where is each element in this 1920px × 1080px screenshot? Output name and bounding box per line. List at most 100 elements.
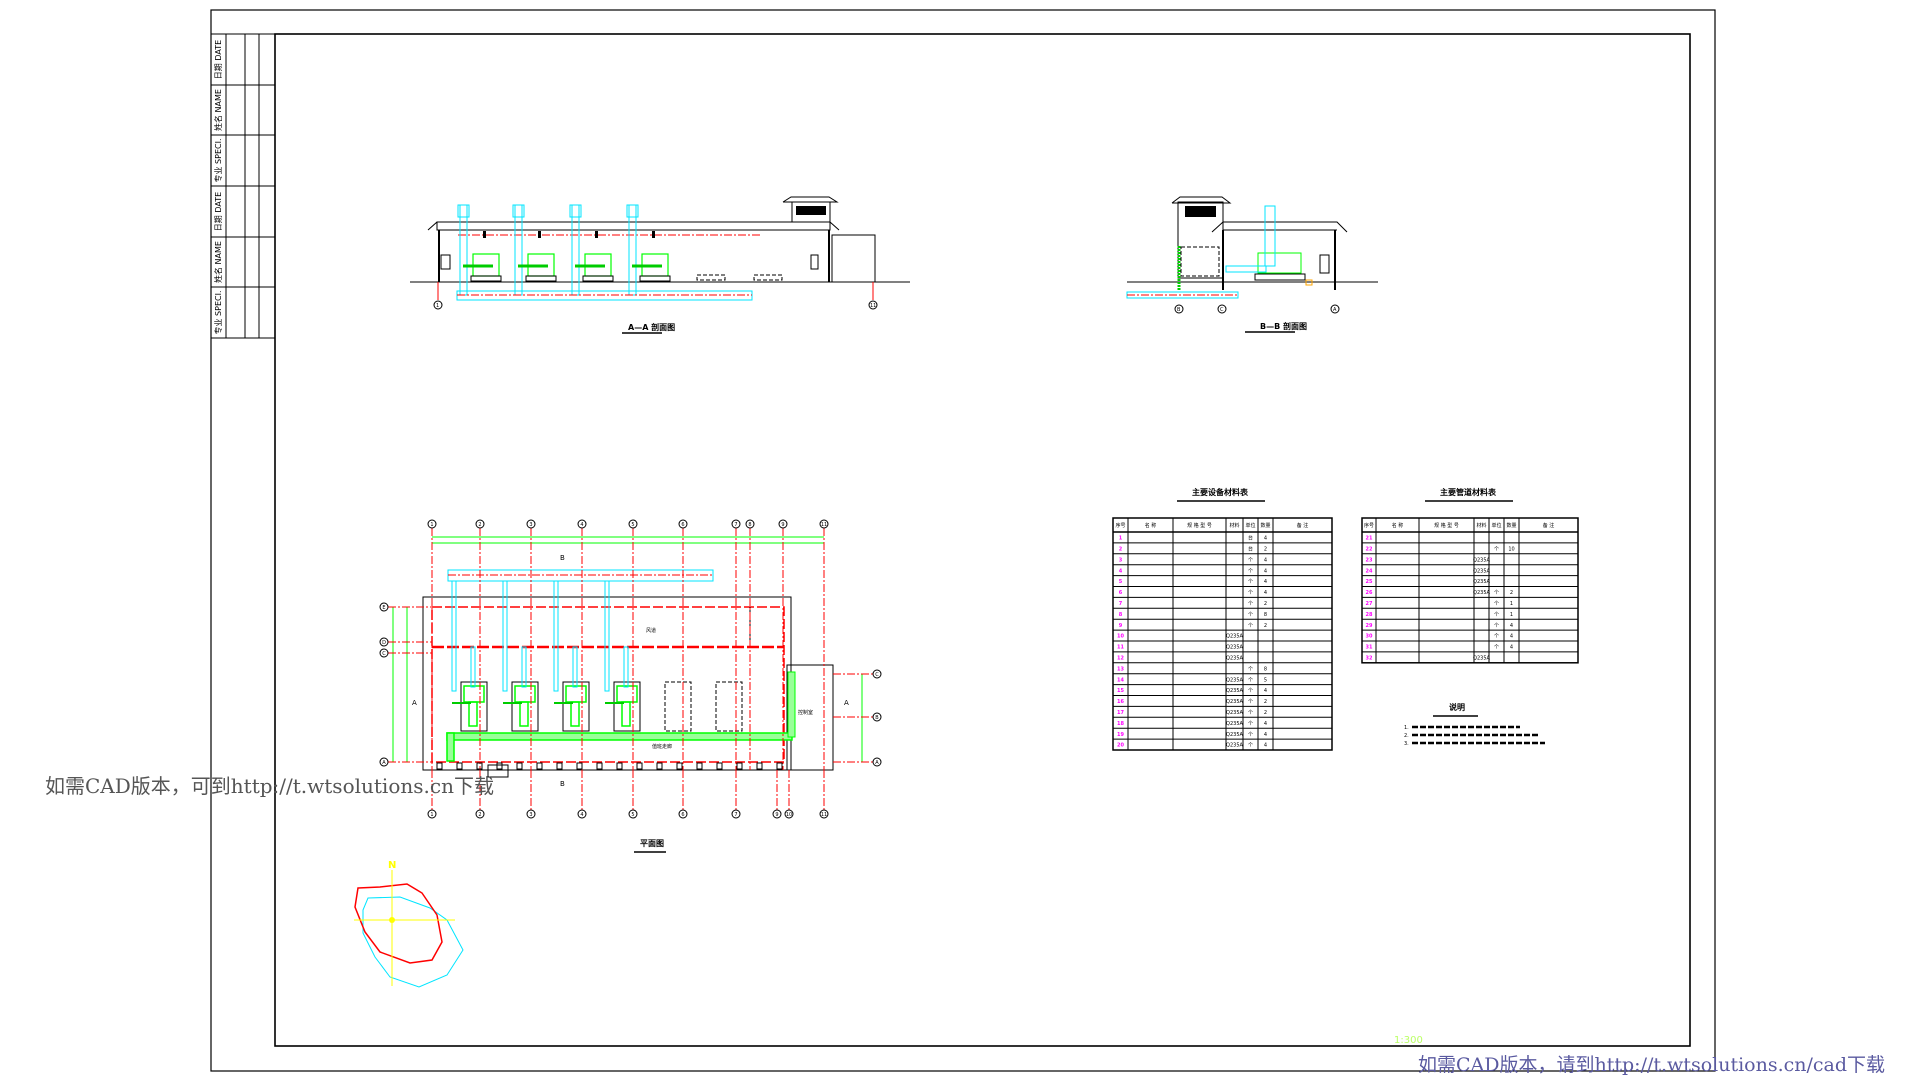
column xyxy=(538,231,541,238)
note-line: 3. xyxy=(1404,741,1409,747)
table2-title: 主要管道材料表 xyxy=(1440,487,1497,497)
axis-label: C xyxy=(382,651,386,657)
axis-bubble xyxy=(872,757,882,767)
table-header: 材料 xyxy=(1229,522,1239,529)
table-cell: 4 xyxy=(1510,634,1513,640)
table-cell: 4 xyxy=(1264,579,1267,585)
axis-label: 2 xyxy=(478,812,481,818)
pipe-cap xyxy=(626,204,639,218)
branch-pipe xyxy=(470,646,476,688)
table-cell: 29 xyxy=(1366,623,1373,629)
table-cell: Q235A xyxy=(1473,656,1490,662)
section-mark-b-bottom: B xyxy=(560,780,565,788)
table-cell: 个 xyxy=(1248,710,1253,716)
axis-label: B xyxy=(1177,307,1181,313)
table-cell: 8 xyxy=(1264,666,1267,672)
notes-title: 说明 xyxy=(1449,702,1465,712)
axis-bubble xyxy=(475,519,485,529)
strip-label: 日期 DATE xyxy=(214,192,223,231)
table-cell: 个 xyxy=(1248,721,1253,727)
table-header: 材料 xyxy=(1476,522,1486,529)
strip-label: 日期 DATE xyxy=(214,40,223,79)
axis-label: 10 xyxy=(786,812,792,818)
axis-bubble xyxy=(772,809,782,819)
axis-bubble xyxy=(745,519,755,529)
branch-pipe xyxy=(553,580,559,692)
table-cell: 台 xyxy=(1248,535,1253,542)
pump-unit xyxy=(616,685,638,703)
axis-label: 11 xyxy=(821,812,827,818)
pump-base xyxy=(525,275,557,282)
table-header: 规 格 型 号 xyxy=(1187,522,1212,529)
table-cell: 11 xyxy=(1117,645,1124,651)
table-cell: 12 xyxy=(1117,656,1124,662)
table-cell: 个 xyxy=(1494,612,1499,618)
axis-bubble xyxy=(678,809,688,819)
table-cell: 2 xyxy=(1264,623,1267,629)
axis-bubble xyxy=(678,519,688,529)
branch-pipe xyxy=(623,646,629,688)
table-cell: 个 xyxy=(1248,623,1253,629)
scale-label: 1:300 xyxy=(1394,1035,1423,1046)
table-cell: 32 xyxy=(1366,656,1373,662)
pump-unit xyxy=(514,685,536,703)
column-footing xyxy=(596,762,603,770)
axis-bubble xyxy=(731,519,741,529)
table2-border xyxy=(1361,517,1579,664)
axis-label: 1 xyxy=(430,812,433,818)
table-cell: 4 xyxy=(1264,536,1267,542)
axis-bubble xyxy=(628,809,638,819)
strip-label: 姓名 NAME xyxy=(213,241,223,283)
table-header: 单位 xyxy=(1245,522,1255,529)
axis-label: 2 xyxy=(478,522,481,528)
room-label-corridor: 值班走廊 xyxy=(652,743,672,750)
axis-bubble xyxy=(526,519,536,529)
pipe-cap xyxy=(512,204,525,218)
table-cell: Q235A xyxy=(1226,645,1243,651)
table-cell: 25 xyxy=(1366,579,1373,585)
table-cell: 18 xyxy=(1117,721,1124,727)
axis-bubble xyxy=(784,809,794,819)
axis-bubble xyxy=(819,519,829,529)
table-cell: 17 xyxy=(1117,710,1124,716)
axis-bubble xyxy=(379,602,389,612)
pump-unit xyxy=(463,685,485,703)
table-cell: 10 xyxy=(1117,634,1124,640)
table-cell: 4 xyxy=(1264,557,1267,563)
column-footing xyxy=(616,762,623,770)
axis-bubble xyxy=(1330,304,1340,314)
table-header: 备 注 xyxy=(1543,522,1555,529)
table-cell: Q235A xyxy=(1226,634,1243,640)
column-footing xyxy=(456,762,463,770)
axis-label: 5 xyxy=(631,812,634,818)
table-cell: Q235A xyxy=(1226,743,1243,749)
branch-pipe xyxy=(451,580,457,692)
branch-pipe xyxy=(502,580,508,692)
strip-label: 专业 SPECI. xyxy=(213,291,223,335)
section-aa-title: A—A 剖面图 xyxy=(628,322,675,332)
axis-bubble xyxy=(379,648,389,658)
pump-unit xyxy=(565,685,587,703)
table-cell: 2 xyxy=(1264,710,1267,716)
table-cell: 2 xyxy=(1264,699,1267,705)
axis-bubble xyxy=(577,519,587,529)
table-cell: 2 xyxy=(1264,547,1267,553)
column-footing xyxy=(736,762,743,770)
table-cell: 个 xyxy=(1248,699,1253,705)
table-cell: 个 xyxy=(1248,590,1253,596)
axis-label: C xyxy=(1220,307,1224,313)
axis-bubble xyxy=(872,712,882,722)
pump-base xyxy=(639,275,671,282)
table-cell: 30 xyxy=(1366,634,1373,640)
axis-label: 1 xyxy=(436,303,439,309)
table-cell: 个 xyxy=(1494,645,1499,651)
table-cell: 4 xyxy=(1264,732,1267,738)
table-cell: 6 xyxy=(1119,590,1123,596)
room-label-control: 控制室 xyxy=(798,709,813,716)
motor xyxy=(468,701,478,727)
column xyxy=(595,231,598,238)
axis-bubble xyxy=(475,809,485,819)
table-header: 名 称 xyxy=(1145,522,1157,529)
